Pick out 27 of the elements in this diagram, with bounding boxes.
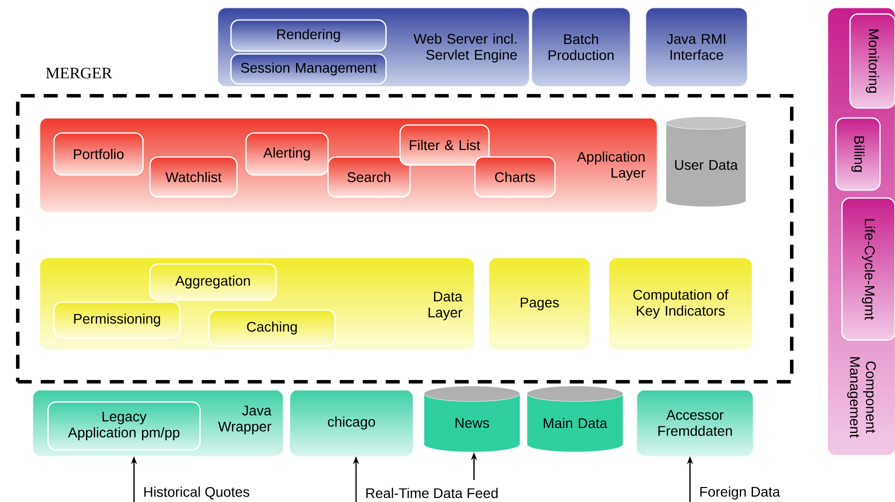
module-box: Portfolio <box>53 132 144 176</box>
module-box: Filter & List <box>399 124 490 166</box>
service-box: Batch Production <box>532 8 630 86</box>
module-box: Caching <box>208 309 336 347</box>
component-box: Rendering <box>230 19 387 52</box>
module-box: Life-Cycle-Mgmt <box>841 197 895 341</box>
module-box: Permissioning <box>53 301 181 339</box>
module-box: Alerting <box>245 132 329 176</box>
component-box: Session Management <box>230 53 387 85</box>
edge-label: Historical Quotes <box>144 486 250 500</box>
module-box: Search <box>327 156 411 198</box>
database-cylinder: News <box>424 386 520 452</box>
module-box: Charts <box>474 156 556 198</box>
edge-label: Real-Time Data Feed <box>366 488 498 498</box>
edge-label: Foreign Data <box>700 486 780 500</box>
database-cylinder: User Data <box>666 116 746 207</box>
module-box: Aggregation <box>149 263 277 301</box>
module-box: Monitoring <box>849 13 895 109</box>
module-box: Billing <box>835 117 881 191</box>
database-cylinder: Main Data <box>526 386 624 452</box>
service-box: Pages <box>488 258 590 350</box>
module-box: Watchlist <box>149 156 238 198</box>
source-box: chicago <box>290 390 414 456</box>
service-box: Computation of Key Indicators <box>608 258 752 350</box>
component-box: Legacy Application pm/pp <box>47 401 201 451</box>
source-box: Accessor Fremddaten <box>636 390 754 456</box>
service-box: Java RMI Interface <box>646 8 748 86</box>
